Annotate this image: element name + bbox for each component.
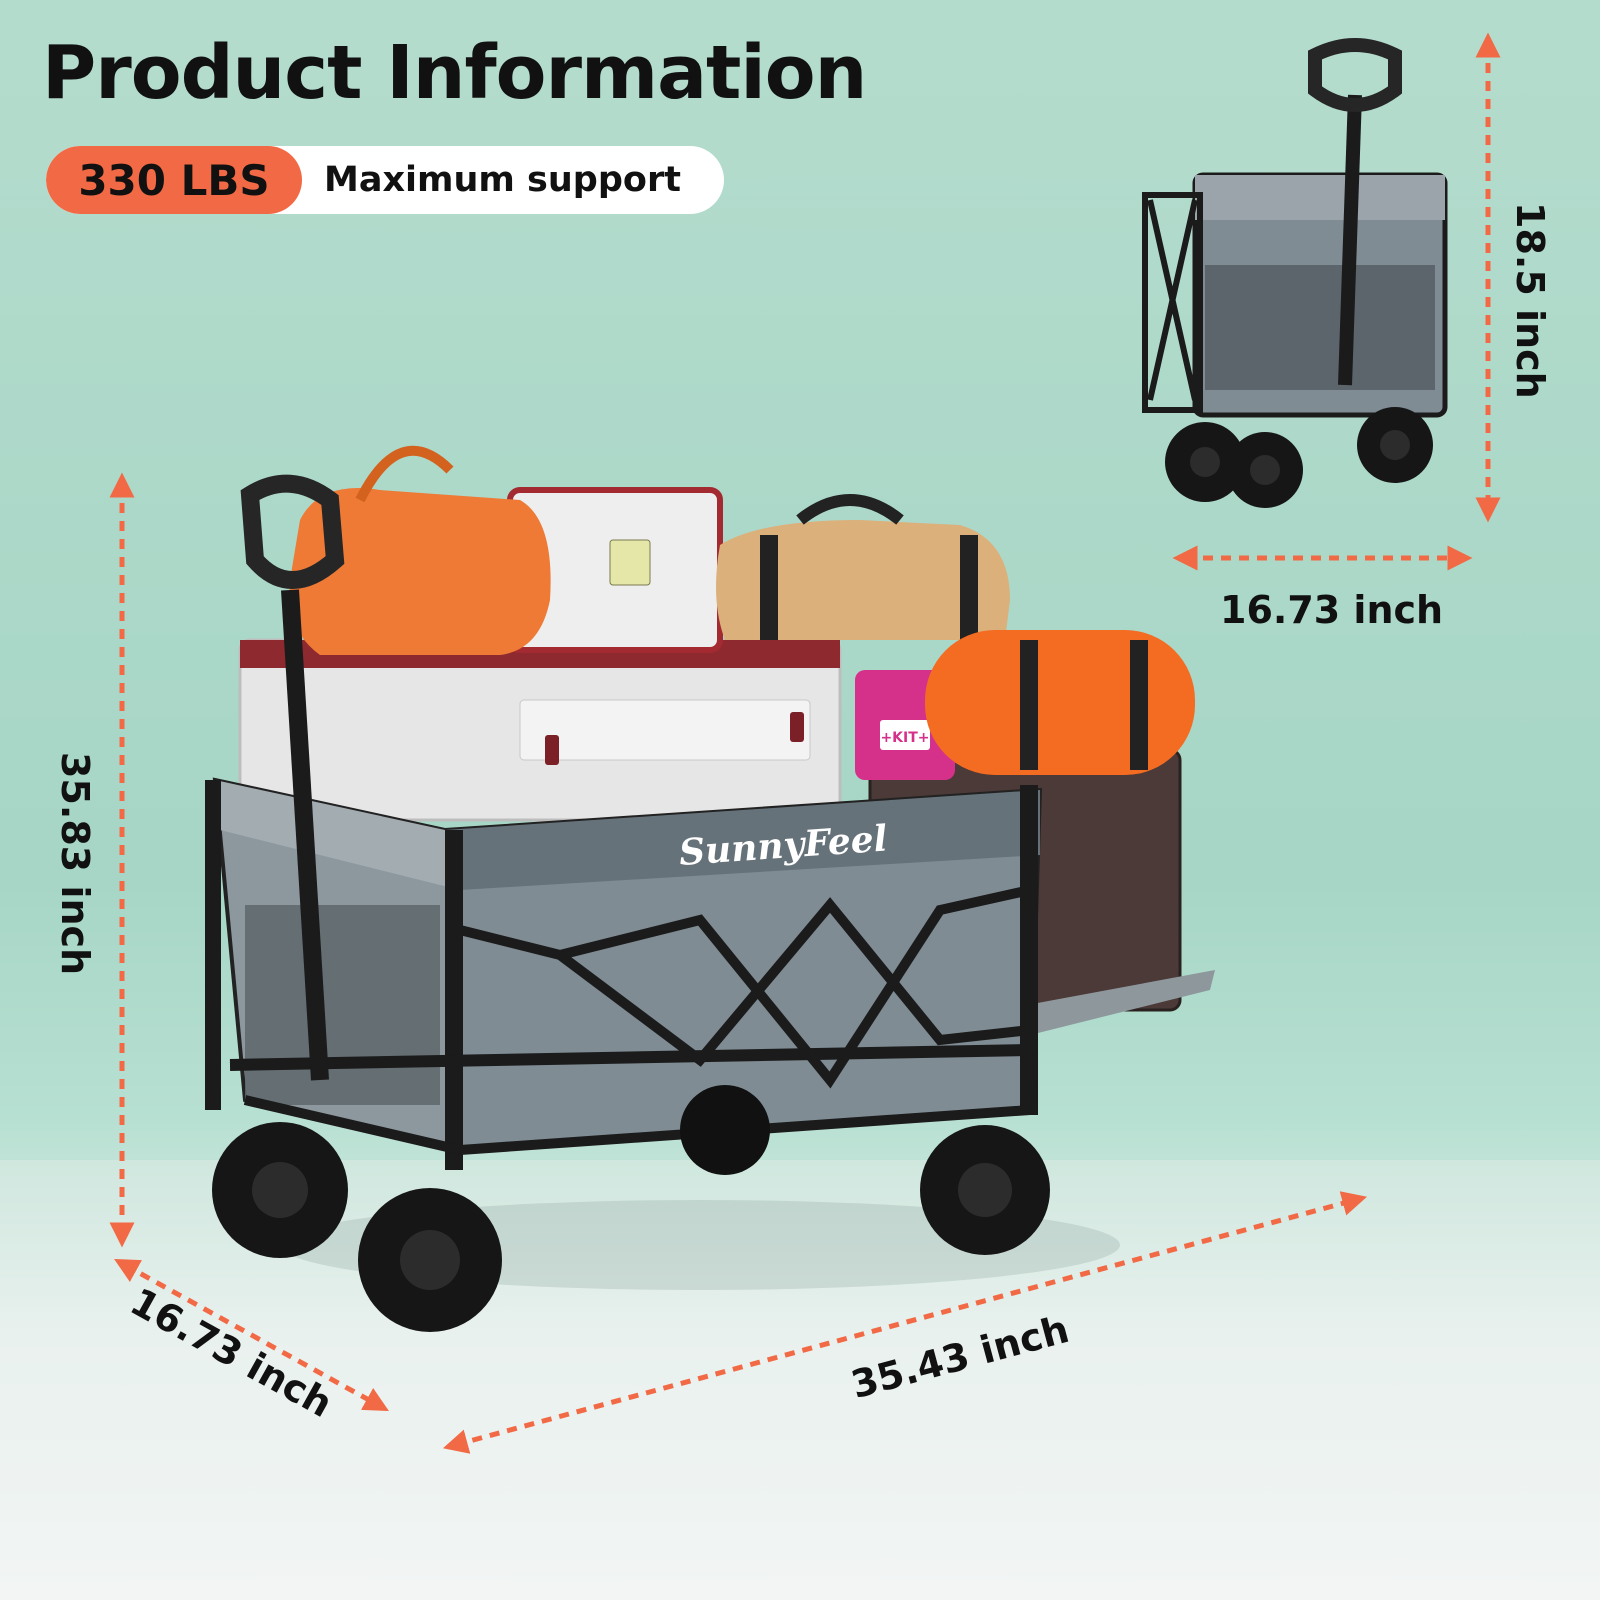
length-arrow (442, 1191, 1368, 1454)
capacity-label: Maximum support (324, 160, 681, 200)
folded-width-label: 16.73 inch (1220, 588, 1444, 632)
folded-handle (1308, 38, 1402, 112)
pull-handle (240, 474, 345, 589)
height-label: 35.83 inch (53, 752, 97, 976)
first-aid-label: +KIT+ (880, 730, 929, 746)
width-arrow (114, 1258, 389, 1412)
capacity-value: 330 LBS (46, 146, 302, 214)
folded-height-label: 18.5 inch (1508, 202, 1552, 399)
tan-duffel-bag (716, 520, 1010, 640)
orange-duffel-bag (289, 488, 551, 655)
sleeping-bag (925, 630, 1195, 775)
capacity-badge: 330 LBS Maximum support (46, 146, 724, 214)
folded-wagon (1142, 38, 1448, 508)
page-title: Product Information (42, 30, 867, 116)
dimension-arrows (109, 32, 1501, 1454)
